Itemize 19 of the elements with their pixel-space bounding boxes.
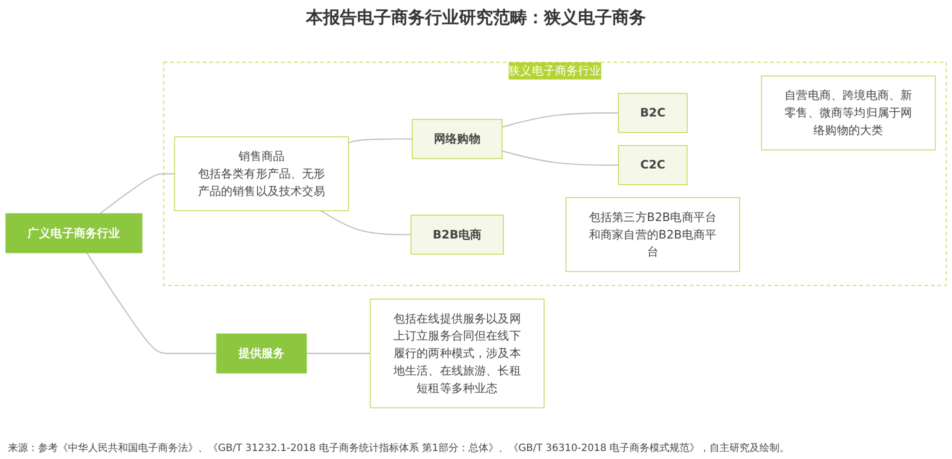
connector: [502, 112, 618, 128]
connector: [86, 252, 217, 354]
title: 本报告电子商务行业研究范畴：狭义电子商务: [306, 7, 646, 29]
node-box: 包括在线提供服务以及网上订立服务合同但在线下履行的两种模式，涉及本地生活、在线旅游、长租短租等多种业态: [370, 298, 544, 408]
node-box: 自营电商、跨境电商、新零售、微商等均归属于网络购物的大类: [761, 76, 936, 150]
node-box: B2B电商: [410, 214, 504, 255]
node-box: 网络购物: [412, 119, 502, 159]
caption: 来源：参考《中华人民共和国电子商务法》、《GB/T 31232.1-2018 电子商务统计指标体系 第1部分：总体》、《GB/T 36310-2018 电子商务模式规范》，自主研究及绘制。: [8, 442, 790, 455]
connector: [502, 150, 618, 166]
node-box: C2C: [618, 145, 688, 185]
node-box: 包括第三方B2B电商平台和商家自营的B2B电商平台: [565, 197, 740, 272]
connector: [306, 352, 370, 354]
node-box: 销售商品 包括各类有形产品、无形产品的销售以及技术交易: [174, 136, 349, 212]
node-box: 提供服务: [216, 334, 307, 374]
node-box: 广义电子商务行业: [5, 213, 142, 254]
node-box: B2C: [618, 93, 688, 133]
connector: [348, 138, 412, 144]
connector: [320, 210, 411, 236]
connector: [100, 173, 175, 214]
